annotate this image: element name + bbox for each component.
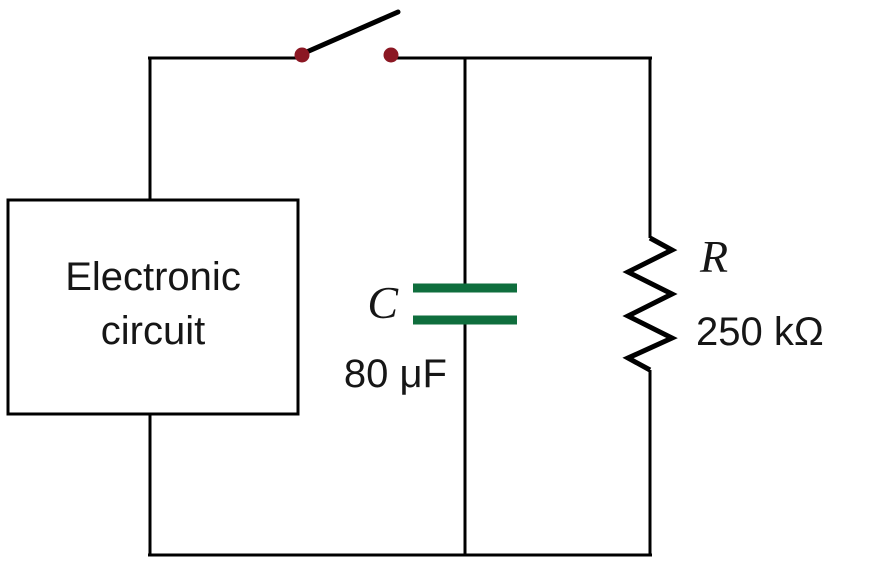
switch bbox=[294, 9, 401, 63]
switch-lever bbox=[299, 9, 401, 57]
resistor-value-label: 250 kΩ bbox=[696, 310, 824, 354]
capacitor: C 80 μF bbox=[344, 277, 517, 396]
resistor-symbol-label: R bbox=[699, 231, 728, 282]
electronic-circuit-label-line2: circuit bbox=[101, 309, 205, 353]
switch-contact-right-dot bbox=[383, 47, 399, 63]
capacitor-symbol-label: C bbox=[367, 277, 399, 328]
electronic-circuit-box: Electronic circuit bbox=[6, 198, 300, 416]
switch-contact-left-dot bbox=[294, 47, 310, 63]
resistor: R 250 kΩ bbox=[622, 231, 824, 373]
resistor-zigzag bbox=[622, 235, 678, 373]
electronic-circuit-box-outline bbox=[6, 198, 300, 416]
electronic-circuit-label-line1: Electronic bbox=[65, 255, 241, 299]
capacitor-value-label: 80 μF bbox=[344, 352, 447, 396]
wires bbox=[148, 56, 652, 557]
